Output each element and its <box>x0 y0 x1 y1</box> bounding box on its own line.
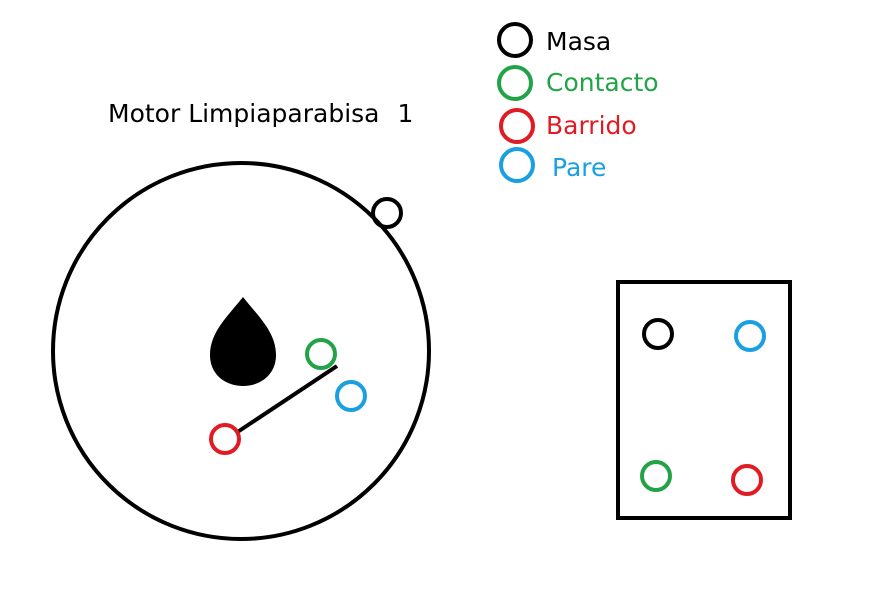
motor-pare-terminal <box>335 380 367 412</box>
connector-pare-terminal <box>734 320 766 352</box>
legend-label-masa: Masa <box>546 27 612 56</box>
diagram-title-text: Motor Limpiaparabisa <box>108 99 380 128</box>
motor-barrido-terminal <box>209 423 241 455</box>
motor-cam <box>210 297 276 386</box>
legend-label-pare: Pare <box>552 153 607 182</box>
legend-marker-masa <box>497 22 533 58</box>
legend-marker-pare <box>499 147 535 183</box>
connector-box <box>616 280 792 520</box>
connector-masa-terminal <box>642 318 674 350</box>
connector-barrido-terminal <box>731 464 763 496</box>
motor-body <box>51 161 431 541</box>
connector-contacto-terminal <box>640 460 672 492</box>
legend-label-contacto: Contacto <box>546 68 659 97</box>
wiper-arm-line <box>234 364 339 435</box>
legend-marker-barrido <box>499 108 535 144</box>
diagram-title-number: 1 <box>397 99 414 128</box>
motor-contacto-terminal <box>305 338 337 370</box>
legend-label-barrido: Barrido <box>546 111 637 140</box>
diagram-title: Motor Limpiaparabisa 1 <box>108 101 413 126</box>
motor-rim-terminal <box>371 197 403 229</box>
legend-marker-contacto <box>497 65 533 101</box>
